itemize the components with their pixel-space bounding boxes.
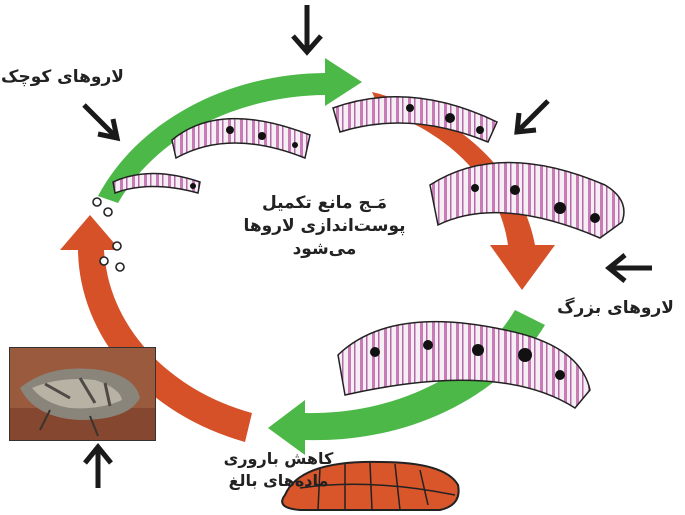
larva-icon [333,97,497,142]
pointer-arrow-icon [85,447,111,488]
pointer-arrow-icon [609,255,652,281]
center-text: مَـج مانع تکمیل پوست‌اندازی لاروها می‌شو… [222,192,427,261]
pointer-arrow-icon [293,5,321,52]
egg-icon [104,208,112,216]
egg-icon [116,263,124,271]
egg-icon [113,242,121,250]
large-larvae-label: لاروهای بزرگ [548,297,683,320]
larva-icon [113,174,200,194]
moth-photo [9,347,156,441]
pointer-arrow-icon [517,101,548,132]
egg-icon [100,257,108,265]
fertility-label: کاهش باروری ماده‌های بالغ [196,448,361,491]
egg-icon [93,198,101,206]
pointer-arrow-icon [84,105,117,138]
small-larvae-label: لاروهای کوچک [0,66,125,89]
